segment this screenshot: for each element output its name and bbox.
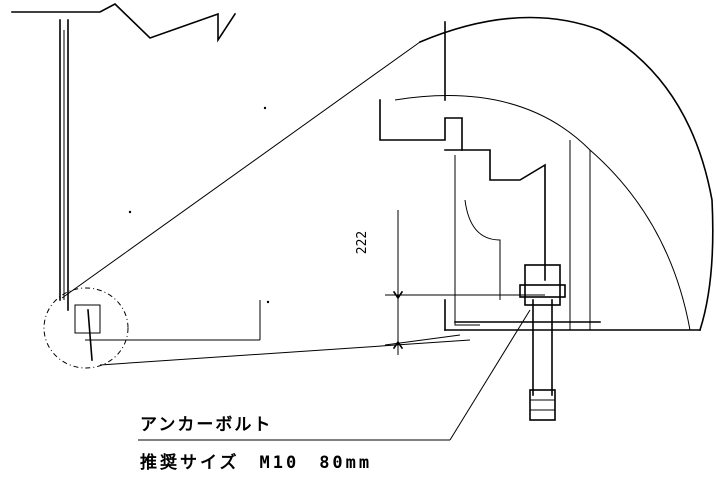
detail-circle [43, 287, 129, 369]
dimension-line [384, 210, 545, 355]
callout-title: アンカーボルト [140, 415, 273, 435]
callout-spec: 推奨サイズ M10 80mm [140, 453, 373, 473]
callout-leader [138, 309, 531, 441]
anchor-bolt-icon [519, 264, 566, 421]
projection-lines [61, 41, 471, 366]
reference-dots [128, 106, 270, 304]
wall-section [11, 3, 261, 341]
dimension-label: 222 [355, 230, 371, 255]
magnified-detail [379, 16, 714, 332]
